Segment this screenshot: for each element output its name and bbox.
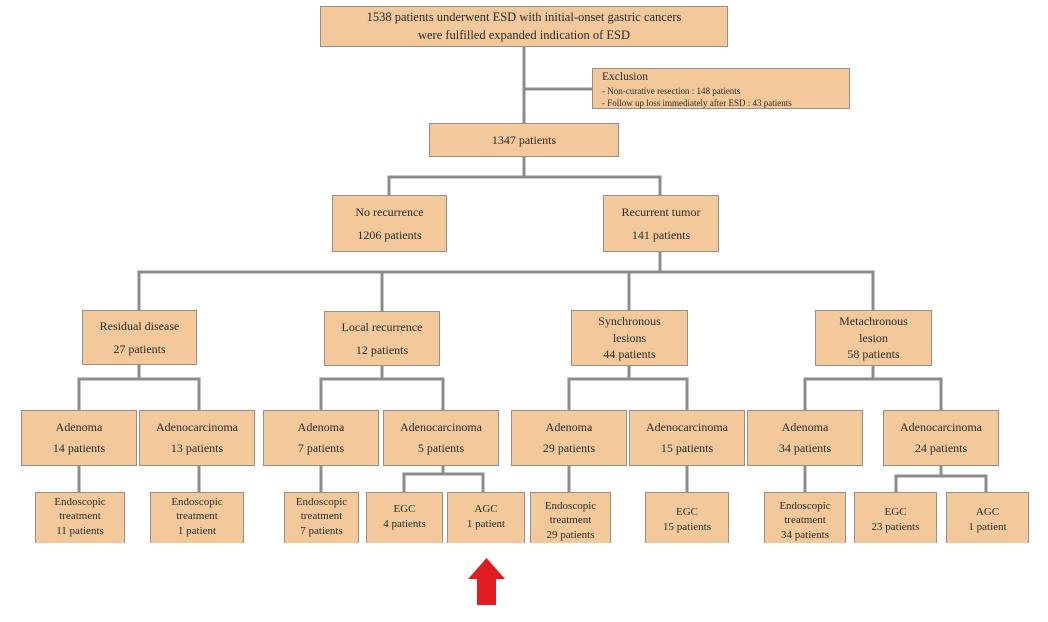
synchronous-subtitle: lesions	[612, 330, 647, 345]
patient-count: 24 patients	[914, 441, 968, 455]
red-up-arrow-icon	[468, 558, 505, 605]
patient-count: 29 patients	[546, 528, 595, 541]
residual-disease-title: Residual disease	[99, 318, 180, 333]
category-label: Adenocarcinoma	[900, 420, 982, 434]
category-label: Adenoma	[781, 420, 829, 434]
patient-count: 4 patients	[383, 518, 426, 531]
synchronous-adenocarcinoma-box: Adenocarcinoma 15 patients	[629, 410, 745, 466]
patient-count: 13 patients	[170, 441, 224, 455]
metachronous-agc-box: AGC 1 patient	[946, 492, 1029, 543]
residual-adenocarcinoma-box: Adenocarcinoma 13 patients	[139, 410, 255, 466]
root-box: 1538 patients underwent ESD with initial…	[320, 6, 728, 47]
local-recurrence-title: Local recurrence	[341, 319, 423, 334]
patient-count: 7 patients	[300, 524, 343, 537]
patient-count: 15 patients	[660, 441, 714, 455]
residual-adenoma-box: Adenoma 14 patients	[21, 410, 137, 466]
synchronous-adenoma-box: Adenoma 29 patients	[511, 410, 627, 466]
residual-disease-count: 27 patients	[113, 341, 166, 356]
exclusion-item: - Follow up loss immediately after ESD :…	[602, 98, 792, 109]
category-label: Adenocarcinoma	[400, 420, 482, 434]
no-recurrence-count: 1206 patients	[357, 227, 422, 242]
no-recurrence-box: No recurrence 1206 patients	[332, 195, 447, 252]
metachronous-subtitle: lesion	[859, 330, 888, 345]
treatment-label: treatment	[59, 510, 101, 523]
patient-count: 15 patients	[663, 521, 711, 534]
egc-label: EGC	[676, 506, 698, 518]
patient-count: 23 patients	[871, 521, 920, 534]
local-adenoma-endoscopic-box: Endoscopic treatment 7 patients	[284, 492, 359, 543]
metachronous-adenoma-box: Adenoma 34 patients	[747, 410, 863, 466]
egc-label: EGC	[884, 506, 907, 518]
recurrent-tumor-title: Recurrent tumor	[621, 204, 701, 219]
local-agc-box: AGC 1 patient	[447, 492, 525, 543]
patient-count: 7 patients	[297, 441, 345, 455]
agc-label: AGC	[474, 503, 498, 515]
residual-adenocarcinoma-endoscopic-box: Endoscopic treatment 1 patient	[150, 492, 244, 543]
exclusion-title: Exclusion	[602, 71, 648, 83]
no-recurrence-title: No recurrence	[355, 204, 424, 219]
treatment-label: treatment	[300, 510, 343, 523]
exclusion-box: Exclusion - Non-curative resection : 148…	[592, 68, 850, 109]
local-recurrence-count: 12 patients	[355, 342, 409, 357]
local-adenocarcinoma-box: Adenocarcinoma 5 patients	[383, 410, 499, 466]
treatment-label: Endoscopic	[171, 496, 223, 508]
total-patients-label: 1347 patients	[491, 132, 557, 147]
patient-count: 29 patients	[542, 441, 596, 455]
category-label: Adenoma	[55, 420, 103, 434]
local-egc-box: EGC 4 patients	[366, 492, 443, 543]
residual-disease-box: Residual disease 27 patients	[82, 310, 197, 365]
patient-count: 11 patients	[56, 524, 104, 537]
root-line-1: 1538 patients underwent ESD with initial…	[366, 10, 682, 24]
recurrent-tumor-count: 141 patients	[631, 227, 691, 242]
treatment-label: Endoscopic	[779, 500, 831, 512]
category-label: Adenocarcinoma	[646, 420, 728, 434]
metachronous-adenoma-endoscopic-box: Endoscopic treatment 34 patients	[764, 492, 846, 543]
treatment-label: treatment	[176, 510, 218, 523]
local-recurrence-box: Local recurrence 12 patients	[324, 311, 440, 366]
metachronous-adenocarcinoma-box: Adenocarcinoma 24 patients	[883, 410, 999, 466]
treatment-label: Endoscopic	[295, 496, 348, 508]
agc-label: AGC	[975, 506, 1000, 518]
synchronous-title: Synchronous	[598, 313, 661, 328]
local-adenoma-box: Adenoma 7 patients	[263, 410, 379, 466]
treatment-label: Endoscopic	[544, 500, 597, 512]
patient-count: 1 patient	[968, 521, 1007, 534]
category-label: Adenoma	[297, 420, 345, 434]
patient-count: 1 patient	[177, 524, 217, 537]
synchronous-lesions-box: Synchronous lesions 44 patients	[571, 310, 688, 366]
treatment-label: treatment	[784, 514, 826, 527]
metachronous-count: 58 patients	[847, 347, 900, 362]
synchronous-egc-box: EGC 15 patients	[645, 492, 729, 543]
synchronous-count: 44 patients	[603, 347, 656, 362]
category-label: Adenocarcinoma	[156, 420, 238, 434]
patient-count: 34 patients	[781, 528, 829, 541]
recurrent-tumor-box: Recurrent tumor 141 patients	[603, 195, 719, 252]
metachronous-lesion-box: Metachronous lesion 58 patients	[815, 310, 932, 366]
synchronous-adenoma-endoscopic-box: Endoscopic treatment 29 patients	[530, 492, 611, 543]
metachronous-title: Metachronous	[839, 313, 908, 328]
exclusion-item: - Non-curative resection : 148 patients	[602, 85, 741, 96]
category-label: Adenoma	[545, 420, 593, 434]
total-patients-box: 1347 patients	[429, 123, 619, 157]
patient-count: 34 patients	[778, 441, 832, 455]
patient-count: 5 patients	[417, 441, 465, 455]
egc-label: EGC	[393, 503, 416, 515]
treatment-label: treatment	[549, 514, 592, 527]
patient-count: 14 patients	[52, 441, 106, 455]
metachronous-egc-box: EGC 23 patients	[854, 492, 937, 543]
residual-adenoma-endoscopic-box: Endoscopic treatment 11 patients	[35, 492, 125, 543]
patient-count: 1 patient	[466, 518, 506, 531]
treatment-label: Endoscopic	[54, 496, 106, 508]
root-line-2: were fulfilled expanded indication of ES…	[417, 27, 631, 42]
